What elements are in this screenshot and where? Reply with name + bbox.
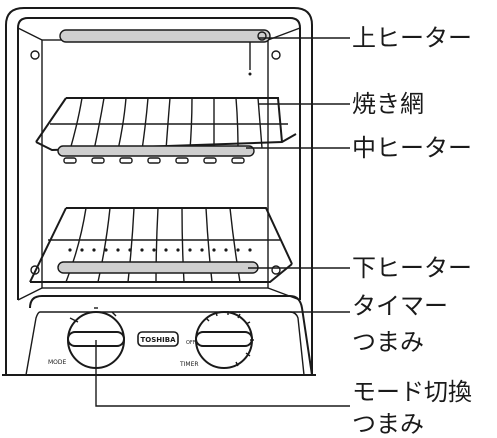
vent-slot	[175, 157, 189, 164]
heater-mount-dot	[248, 72, 252, 76]
mode-tick	[69, 317, 79, 323]
left-wall-edge	[17, 27, 43, 41]
vent-slot	[203, 157, 217, 164]
timer-off-label: OFF	[186, 340, 196, 346]
mode-tick	[111, 311, 117, 317]
oven-body	[5, 7, 313, 375]
lower-rack-left	[29, 207, 67, 283]
label-grill-rack: 焼き網	[352, 90, 424, 118]
crumb-tray-pattern	[68, 248, 252, 252]
control-panel-frame	[29, 295, 313, 376]
label-timer-knob-line2: つまみ	[352, 328, 424, 356]
screw-icon	[271, 50, 281, 60]
timer-knob[interactable]	[195, 311, 254, 369]
upper-heater	[59, 29, 271, 76]
label-timer-knob-line1: タイマー	[352, 292, 448, 320]
left-floor-edge	[17, 287, 43, 301]
screw-icon	[271, 265, 281, 275]
lower-grill-rack	[29, 207, 293, 283]
upper-grill-rack	[35, 97, 297, 152]
screw-icon	[30, 50, 40, 60]
screws	[30, 50, 281, 275]
label-lower-heater: 下ヒーター	[352, 254, 472, 282]
upper-heater-tube	[59, 29, 271, 43]
label-mode-knob-line1: モード切換	[352, 378, 472, 406]
upper-rack-back	[66, 97, 283, 143]
label-upper-heater: 上ヒーター	[352, 24, 472, 52]
vent-slots	[63, 157, 245, 164]
mode-label: MODE	[48, 359, 67, 366]
timer-knob-grip	[195, 331, 253, 347]
vent-slot	[91, 157, 105, 164]
callout-lines	[95, 37, 350, 407]
upper-rack-left	[35, 97, 67, 143]
heater-end-icon	[257, 31, 267, 41]
right-floor-edge	[267, 287, 301, 301]
timer-label: TIMER	[179, 361, 199, 368]
timer-scale	[205, 311, 254, 367]
lower-rack-wires	[48, 207, 280, 283]
lower-rack-back	[66, 207, 293, 265]
vent-slot	[63, 157, 77, 164]
vent-slot	[231, 157, 245, 164]
label-middle-heater: 中ヒーター	[352, 134, 472, 162]
leader-mode-knob	[95, 340, 350, 407]
vent-slot	[147, 157, 161, 164]
brand-logo: TOSHIBA	[141, 336, 177, 344]
lower-heater-tube	[57, 261, 259, 274]
control-panel: MODE TOSHIBA OFF TIMER	[2, 295, 316, 376]
oven-inner-frame	[17, 17, 301, 300]
vent-slot	[119, 157, 133, 164]
lower-rack-front	[30, 263, 293, 283]
label-mode-knob-line2: つまみ	[352, 410, 424, 438]
middle-heater-tube	[57, 145, 255, 157]
brand-badge	[137, 331, 179, 347]
middle-heater	[57, 145, 255, 164]
